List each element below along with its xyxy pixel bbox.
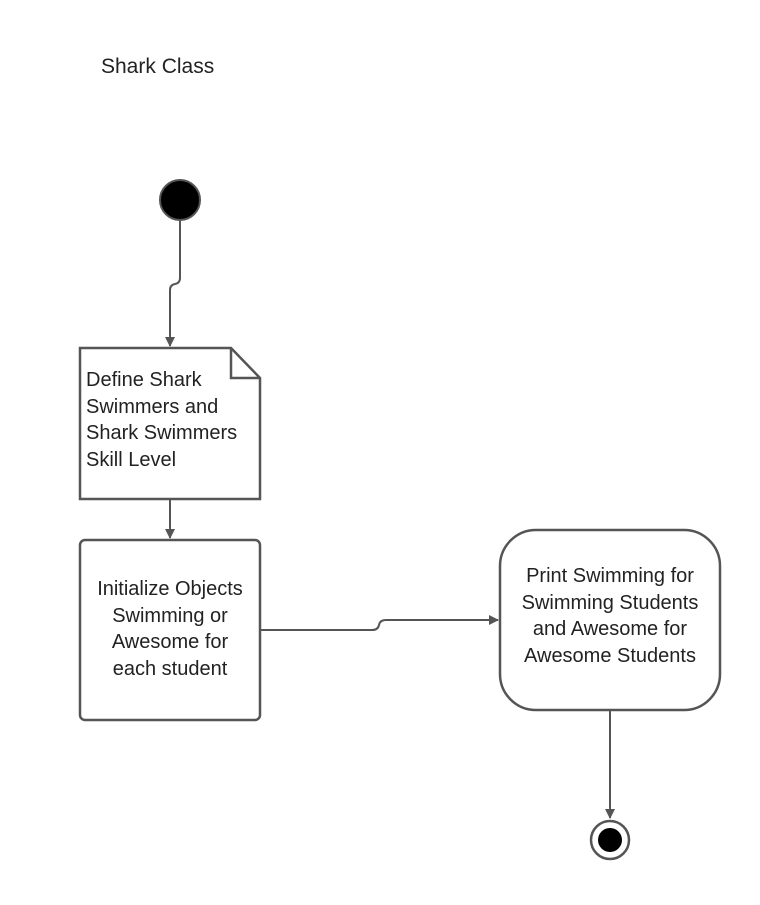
- define-note-text: Define Shark Swimmers and Shark Swimmers…: [86, 369, 238, 471]
- define-note-shape: [78, 346, 262, 501]
- diagram-title: Shark Class: [101, 55, 215, 78]
- final-node-core: [598, 828, 622, 852]
- initial-node: [159, 179, 201, 221]
- initialize-action-text: Initialize Objects Swimming or Awesome f…: [97, 578, 243, 680]
- print-action-text: Print Swimming for Swimming Students and…: [521, 565, 699, 667]
- edge-start-to-define: [165, 220, 181, 347]
- edge-initialize-to-print: [260, 615, 499, 631]
- note-fold-corner: [229, 348, 260, 380]
